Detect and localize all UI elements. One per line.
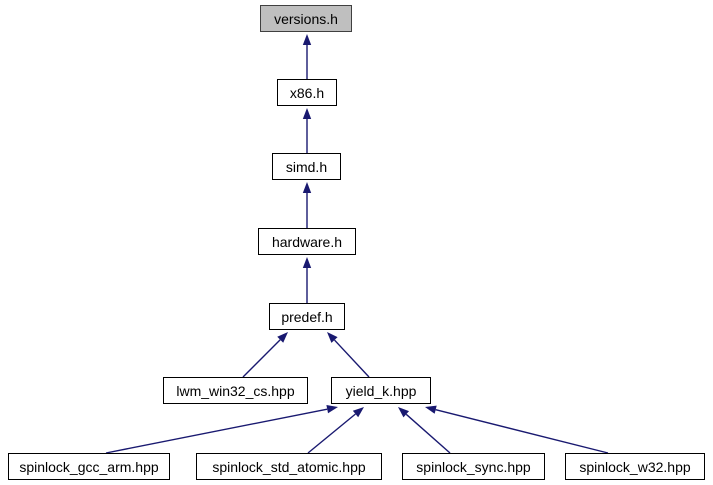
graph-node-label: lwm_win32_cs.hpp: [176, 382, 295, 399]
graph-node-label: spinlock_w32.hpp: [579, 458, 691, 475]
graph-node-lwm_win32_cs[interactable]: lwm_win32_cs.hpp: [163, 377, 308, 404]
graph-node-versions[interactable]: versions.h: [260, 5, 352, 32]
graph-node-label: spinlock_gcc_arm.hpp: [19, 458, 159, 475]
graph-node-label: hardware.h: [271, 233, 343, 250]
graph-node-label: yield_k.hpp: [345, 382, 417, 399]
graph-node-spinlock_gcc_arm[interactable]: spinlock_gcc_arm.hpp: [8, 453, 170, 480]
graph-node-spinlock_w32[interactable]: spinlock_w32.hpp: [565, 453, 705, 480]
graph-node-label: simd.h: [285, 158, 328, 175]
graph-node-label: versions.h: [274, 10, 338, 27]
graph-node-simd[interactable]: simd.h: [272, 153, 341, 180]
graph-node-predef[interactable]: predef.h: [269, 303, 345, 330]
graph-node-label: spinlock_std_atomic.hpp: [212, 458, 366, 475]
graph-node-hardware[interactable]: hardware.h: [258, 228, 356, 255]
graph-node-x86[interactable]: x86.h: [277, 79, 337, 106]
graph-node-yield_k[interactable]: yield_k.hpp: [331, 377, 431, 404]
graph-node-label: spinlock_sync.hpp: [416, 458, 531, 475]
graph-node-spinlock_sync[interactable]: spinlock_sync.hpp: [402, 453, 545, 480]
graph-node-spinlock_std_atomic[interactable]: spinlock_std_atomic.hpp: [196, 453, 382, 480]
graph-node-label: x86.h: [289, 84, 325, 101]
graph-node-label: predef.h: [281, 308, 333, 325]
